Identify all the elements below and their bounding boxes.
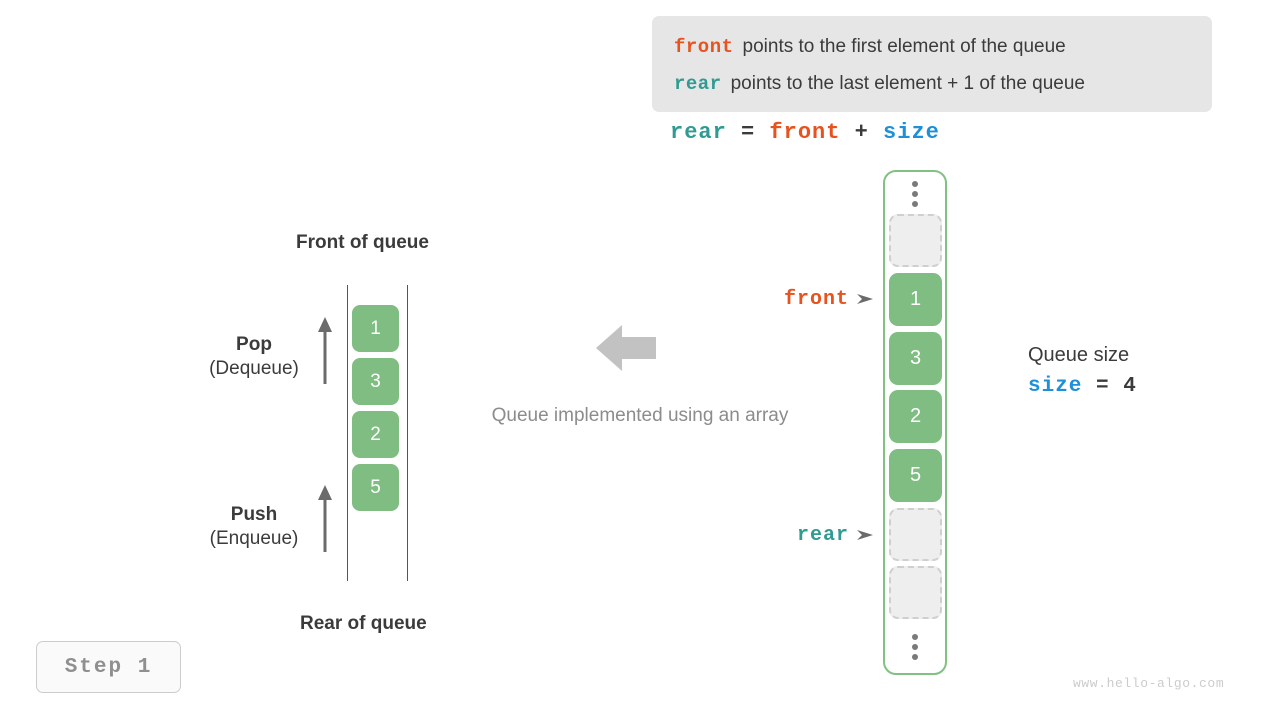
- push-operation-label: Push (Enqueue): [180, 504, 328, 550]
- formula-equals: =: [726, 120, 770, 145]
- pop-operation-subtitle: (Dequeue): [209, 358, 299, 379]
- rear-pointer: rear: [775, 522, 873, 548]
- array-slot-filled: 2: [889, 390, 942, 443]
- rear-pointer-label: rear: [796, 523, 849, 547]
- center-caption: Queue implemented using an array: [491, 405, 789, 426]
- legend-description-rear: points to the last element + 1 of the qu…: [730, 73, 1085, 94]
- push-operation-name: Push: [230, 504, 278, 525]
- queue-cell: 2: [352, 411, 399, 458]
- rear-of-queue-label: Rear of queue: [300, 613, 427, 634]
- size-value: 4: [1123, 375, 1137, 398]
- legend-description-front: points to the first element of the queue: [742, 36, 1066, 57]
- legend-line-rear: rear points to the last element + 1 of th…: [674, 65, 1190, 102]
- legend-box: front points to the first element of the …: [652, 16, 1212, 112]
- front-of-queue-label: Front of queue: [296, 232, 429, 253]
- pop-operation-name: Pop: [236, 334, 272, 355]
- formula-term-front: front: [769, 120, 841, 145]
- queue-rail-left: [347, 285, 348, 581]
- array-slot-empty: [889, 566, 942, 619]
- watermark: www.hello-algo.com: [1073, 676, 1225, 691]
- formula-plus: +: [840, 120, 884, 145]
- pop-operation-label: Pop (Dequeue): [180, 334, 328, 380]
- front-pointer-arrow-icon: [857, 294, 873, 304]
- queue-size-title: Queue size: [1028, 344, 1130, 366]
- step-badge: Step 1: [36, 641, 181, 693]
- array-ellipsis-top-icon: [911, 181, 919, 207]
- formula-term-rear: rear: [670, 120, 727, 145]
- pop-up-arrow-icon: [318, 317, 332, 384]
- size-variable: size: [1028, 375, 1083, 398]
- legend-keyword-rear: rear: [674, 73, 722, 95]
- array-slot-empty: [889, 214, 942, 267]
- array-slot-filled: 1: [889, 273, 942, 326]
- queue-rail-right: [407, 285, 408, 581]
- legend-line-front: front points to the first element of the …: [674, 28, 1190, 65]
- array-slot-filled: 3: [889, 332, 942, 385]
- queue-cell: 1: [352, 305, 399, 352]
- array-slot-empty: [889, 508, 942, 561]
- array-slot-filled: 5: [889, 449, 942, 502]
- queue-size-annotation: Queue size size = 4: [1028, 344, 1137, 398]
- queue-cell: 3: [352, 358, 399, 405]
- front-pointer: front: [775, 286, 873, 312]
- size-equals: =: [1082, 375, 1124, 398]
- rear-pointer-arrow-icon: [857, 530, 873, 540]
- front-pointer-label: front: [783, 287, 849, 311]
- array-container: [883, 170, 947, 675]
- queue-cell: 5: [352, 464, 399, 511]
- push-up-arrow-icon: [318, 485, 332, 552]
- left-arrow-icon: [596, 325, 656, 371]
- formula-term-size: size: [883, 120, 940, 145]
- push-operation-subtitle: (Enqueue): [209, 528, 299, 549]
- legend-keyword-front: front: [674, 36, 734, 58]
- array-ellipsis-bottom-icon: [911, 634, 919, 660]
- formula-rear-equals-front-plus-size: rear = front + size: [670, 120, 940, 145]
- queue-size-expression: size = 4: [1028, 375, 1137, 398]
